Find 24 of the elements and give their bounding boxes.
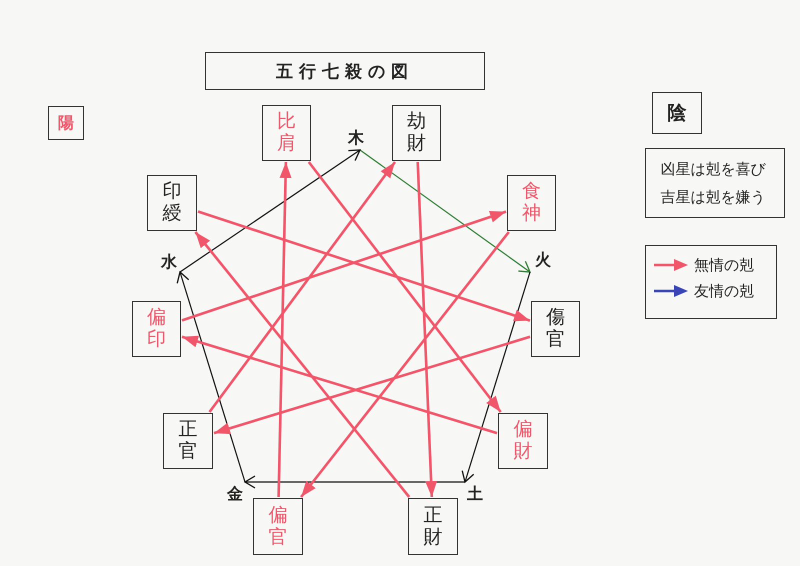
arrow (462, 272, 531, 483)
label-box: 陽 (48, 106, 84, 140)
element-label: 木 (347, 128, 365, 148)
element-label: 火 (534, 250, 552, 270)
element-label: 金 (226, 484, 244, 504)
arrow (194, 231, 410, 498)
arrow (277, 162, 292, 498)
arrow (176, 271, 246, 482)
arrow (208, 161, 396, 413)
arrow (244, 475, 465, 489)
arrow (308, 161, 502, 413)
element-label: 水 (160, 252, 178, 272)
legend-label: 友情の剋 (694, 281, 754, 301)
arrow (416, 162, 438, 498)
element-label: 土 (466, 484, 484, 504)
note-box: 凶星は剋を喜び吉星は剋を嫌う (645, 148, 785, 218)
arrow (214, 336, 530, 434)
arrow (360, 150, 531, 273)
arrow (182, 336, 498, 434)
title: 五行七殺の図 (205, 52, 485, 90)
arrow (300, 231, 510, 498)
legend-label: 無情の剋 (694, 255, 754, 275)
label-box: 陰 (652, 92, 702, 134)
arrow (180, 149, 361, 272)
